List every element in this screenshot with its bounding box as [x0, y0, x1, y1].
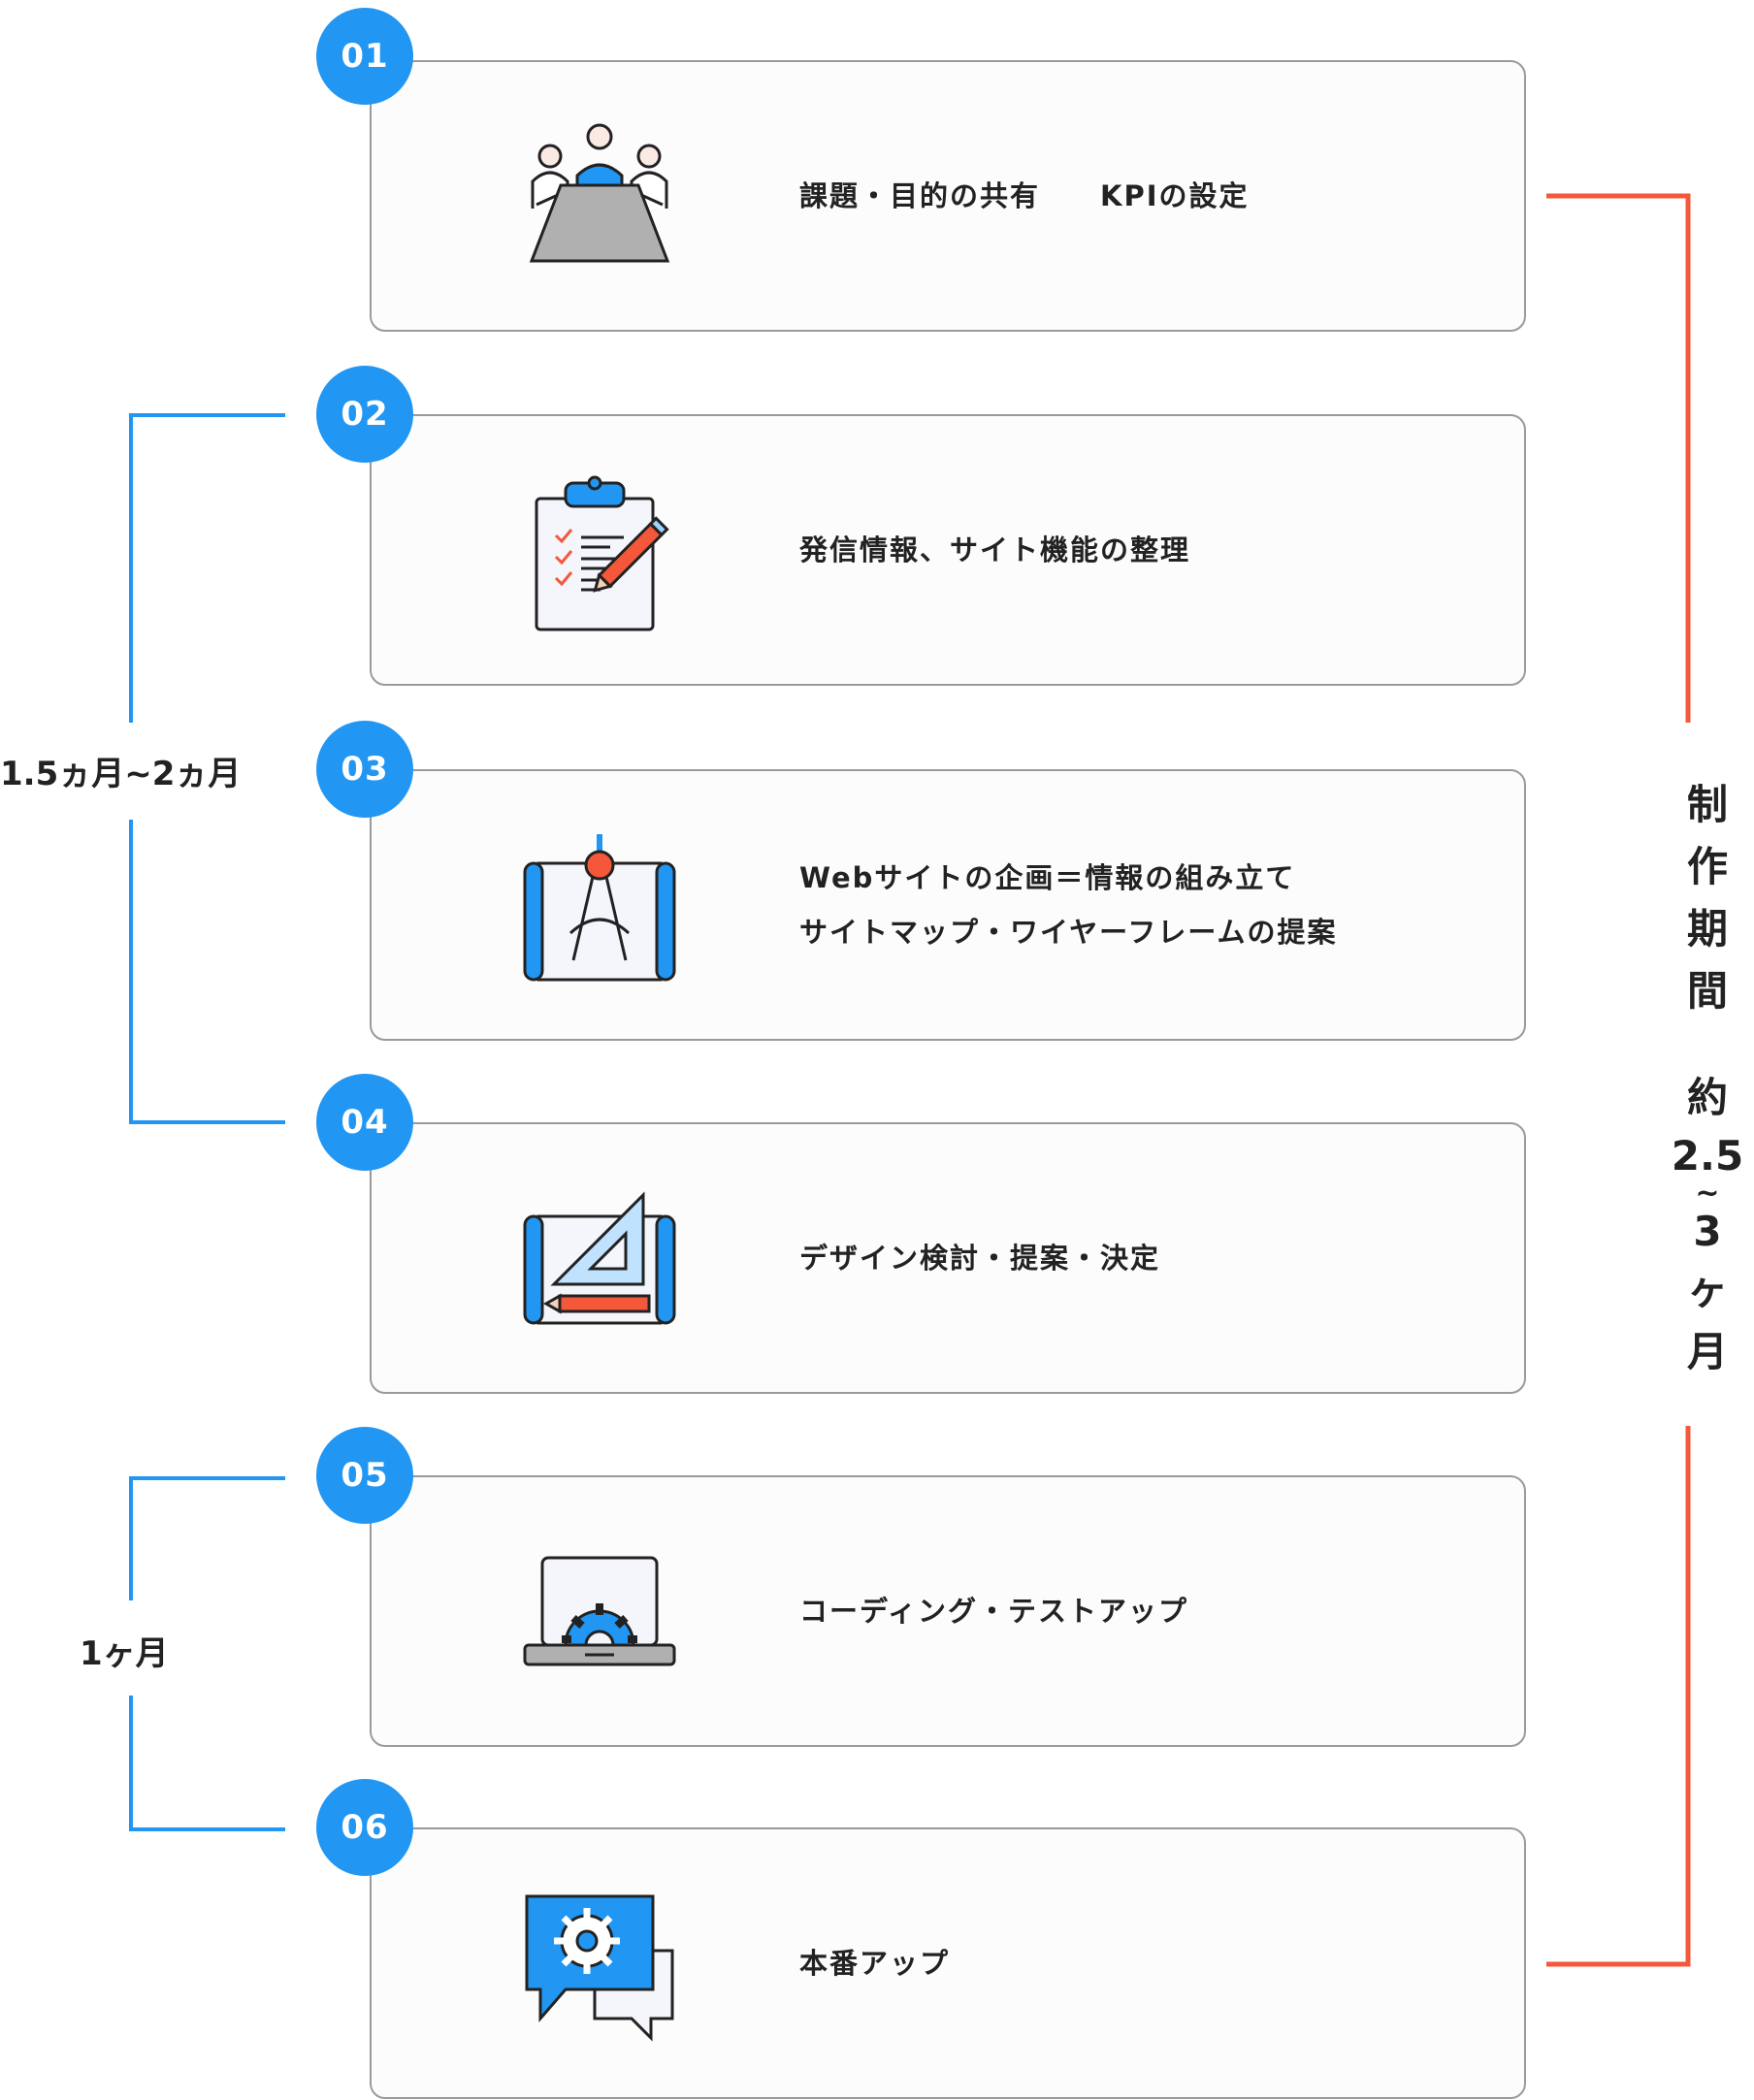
step-number-05: 05	[316, 1427, 413, 1524]
period-title-char: 間	[1686, 967, 1728, 1015]
meeting-icon	[517, 115, 682, 280]
laptop-gear-icon	[517, 1531, 682, 1696]
period-value-char: ヶ	[1686, 1266, 1728, 1313]
step-card-01: 課題・目的の共有 KPIの設定	[370, 60, 1526, 332]
planning-bracket-top	[129, 413, 285, 723]
planning-duration-label: 1.5ヵ月~2ヵ月	[0, 755, 242, 793]
step-text-06: 本番アップ	[799, 1947, 951, 1980]
step-text-01: 課題・目的の共有 KPIの設定	[799, 179, 1250, 212]
step-text-02: 発信情報、サイト機能の整理	[799, 533, 1191, 566]
step-card-04: デザイン検討・提案・決定	[370, 1122, 1526, 1394]
set-square-blueprint-icon	[517, 1178, 682, 1342]
step-number-03: 03	[316, 721, 413, 818]
build-bracket-bottom	[129, 1696, 285, 1831]
step-card-03: Webサイトの企画＝情報の組み立て サイトマップ・ワイヤーフレームの提案	[370, 769, 1526, 1041]
step-card-05: コーディング・テストアップ	[370, 1475, 1526, 1747]
period-value-char: 約	[1686, 1074, 1728, 1121]
period-value-char: 月	[1686, 1328, 1728, 1375]
period-value-char: 2.5	[1671, 1132, 1744, 1179]
build-duration-label: 1ヶ月	[80, 1634, 169, 1673]
period-title-char: 制	[1686, 781, 1728, 828]
chat-gear-icon	[517, 1883, 682, 2048]
period-value-char: 3	[1693, 1208, 1722, 1255]
period-bracket-top	[1546, 193, 1691, 723]
step-text-04: デザイン検討・提案・決定	[799, 1242, 1161, 1275]
step-text-03: Webサイトの企画＝情報の組み立て サイトマップ・ワイヤーフレームの提案	[799, 861, 1338, 949]
period-bracket-bottom	[1546, 1426, 1691, 1967]
step-card-02: 発信情報、サイト機能の整理	[370, 414, 1526, 686]
production-period-value: 約 2.5 ~ 3 ヶ 月	[1649, 1067, 1754, 1383]
clipboard-checklist-icon	[517, 469, 682, 634]
period-value-char: ~	[1695, 1177, 1720, 1211]
step-number-06: 06	[316, 1779, 413, 1876]
step-number-01: 01	[316, 8, 413, 105]
step-number-02: 02	[316, 366, 413, 463]
step-card-06: 本番アップ	[370, 1827, 1526, 2099]
production-period-title: 制 作 期 間	[1649, 774, 1754, 1022]
period-title-char: 期	[1686, 905, 1728, 953]
planning-bracket-bottom	[129, 820, 285, 1124]
compass-blueprint-icon	[517, 824, 682, 989]
period-title-char: 作	[1686, 843, 1728, 890]
build-bracket-top	[129, 1476, 285, 1600]
step-text-05: コーディング・テストアップ	[799, 1595, 1188, 1628]
step-number-04: 04	[316, 1074, 413, 1171]
